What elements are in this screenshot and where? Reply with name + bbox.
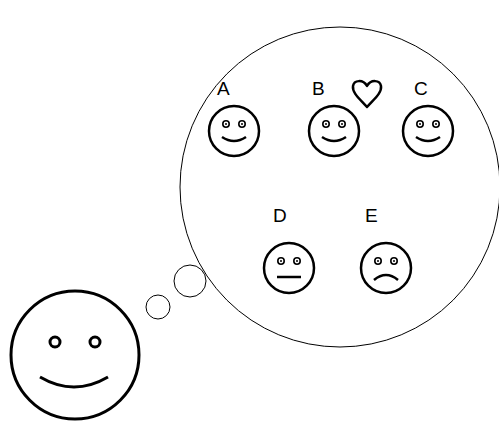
face-node: A (205, 77, 263, 160)
face-eye (433, 121, 439, 127)
face-circle (264, 243, 314, 293)
face-eye (339, 121, 345, 127)
face-pupil (341, 123, 343, 125)
thought-dot (146, 295, 170, 319)
face-letter: D (273, 206, 287, 225)
face-outline (260, 204, 318, 297)
face-eye (294, 258, 300, 264)
face-outline (205, 77, 263, 160)
thought-dot (174, 265, 206, 297)
face-node: C (399, 77, 457, 160)
face-letter: C (414, 79, 428, 98)
face-letter: B (312, 79, 325, 98)
face-node: D (260, 204, 318, 297)
face-eye (278, 258, 284, 264)
thinker-face (11, 291, 139, 419)
face-mouth (416, 137, 440, 141)
face-pupil (296, 260, 298, 262)
face-eye (223, 121, 229, 127)
face-letter: A (217, 79, 230, 98)
face-pupil (325, 123, 327, 125)
face-node: E (357, 204, 415, 297)
face-mouth (322, 137, 346, 141)
face-circle (403, 106, 453, 156)
heart-symbol (353, 81, 381, 107)
face-eye (239, 121, 245, 127)
thought-bubble (180, 27, 499, 347)
face-mouth (374, 275, 398, 280)
face-pupil (241, 123, 243, 125)
face-pupil (419, 123, 421, 125)
face-outline (399, 77, 457, 160)
face-pupil (377, 260, 379, 262)
face-mouth (277, 276, 301, 279)
thinker-eye (50, 337, 60, 347)
face-mouth (222, 137, 246, 141)
face-pupil (225, 123, 227, 125)
face-circle (361, 243, 411, 293)
thinker-mouth (40, 377, 108, 387)
face-eye (323, 121, 329, 127)
face-pupil (393, 260, 395, 262)
face-eye (417, 121, 423, 127)
face-eye (391, 258, 397, 264)
thinker-eye (90, 337, 100, 347)
face-letter: E (365, 206, 378, 225)
face-circle (309, 106, 359, 156)
face-eye (375, 258, 381, 264)
face-pupil (435, 123, 437, 125)
face-node: B (305, 77, 363, 160)
face-circle (209, 106, 259, 156)
face-pupil (280, 260, 282, 262)
